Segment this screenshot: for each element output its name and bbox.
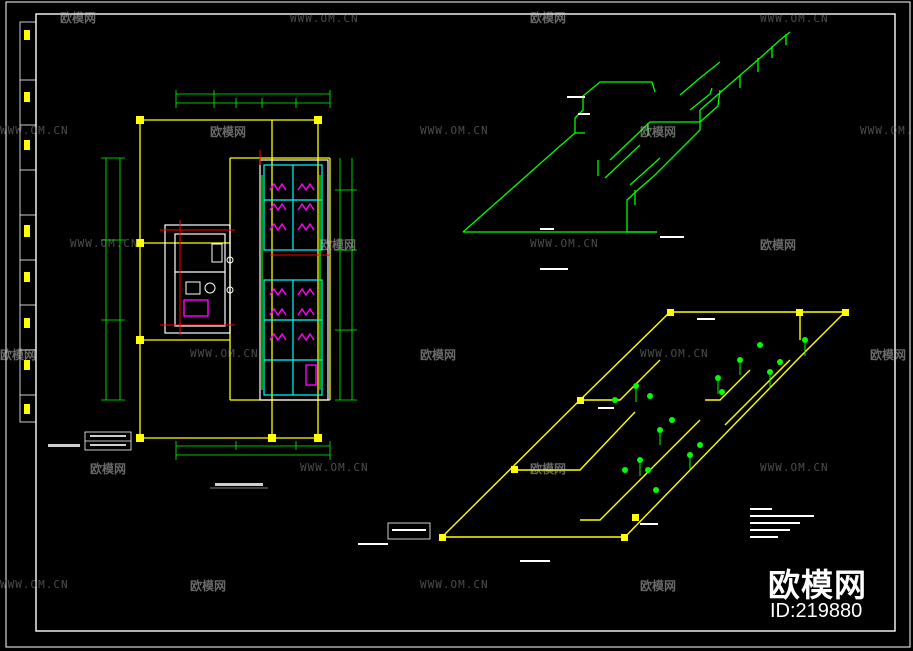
watermark-url: WWW.OM.CN: [70, 237, 139, 250]
watermark-brand: 欧模网: [210, 124, 246, 139]
title-strip-labels: [24, 30, 30, 414]
watermark-brand: 欧模网: [530, 10, 566, 25]
drainage-labels: [358, 318, 715, 562]
watermark-brand-large: 欧模网: [768, 566, 868, 604]
notes-block: [750, 508, 814, 538]
watermark-url: WWW.OM.CN: [190, 347, 259, 360]
watermark-brand: 欧模网: [60, 10, 96, 25]
watermark-url: WWW.OM.CN: [530, 237, 599, 250]
title-strip: [19, 21, 37, 423]
watermark-url: WWW.OM.CN: [290, 12, 359, 25]
watermark-url: WWW.OM.CN: [640, 347, 709, 360]
watermark-brand: 欧模网: [760, 237, 796, 252]
watermark-url: WWW.OM.CN: [860, 124, 913, 137]
watermark-url: WWW.OM.CN: [0, 124, 69, 137]
watermark-url: WWW.OM.CN: [0, 578, 69, 591]
watermark-brand: 欧模网: [870, 347, 906, 362]
watermark-brand: 欧模网: [530, 461, 566, 476]
watermark-brand: 欧模网: [0, 347, 36, 362]
watermark-url: WWW.OM.CN: [420, 578, 489, 591]
watermark-brand: 欧模网: [90, 461, 126, 476]
watermark-grid: 欧模网 WWW.OM.CN 欧模网 WWW.OM.CN WWW.OM.CN 欧模…: [0, 10, 913, 593]
drainage-nodes: [439, 309, 849, 541]
water-supply-labels: [540, 96, 684, 270]
watermark-url: WWW.OM.CN: [760, 12, 829, 25]
watermark-brand: 欧模网: [420, 347, 456, 362]
watermark-url: WWW.OM.CN: [760, 461, 829, 474]
watermark-brand: 欧模网: [640, 578, 676, 593]
drainage-risers: [635, 343, 806, 476]
water-supply-isometric: [462, 31, 791, 233]
watermark-brand: 欧模网: [640, 124, 676, 139]
drainage-fixtures: [612, 337, 808, 493]
watermark-url: WWW.OM.CN: [300, 461, 369, 474]
watermark-id: ID:219880: [770, 600, 863, 622]
watermark-brand: 欧模网: [190, 578, 226, 593]
floor-plan: [48, 90, 357, 489]
drainage-isometric: [441, 311, 846, 538]
outer-frame: [5, 1, 911, 648]
watermark-brand: 欧模网: [320, 237, 356, 252]
watermark-url: WWW.OM.CN: [420, 124, 489, 137]
